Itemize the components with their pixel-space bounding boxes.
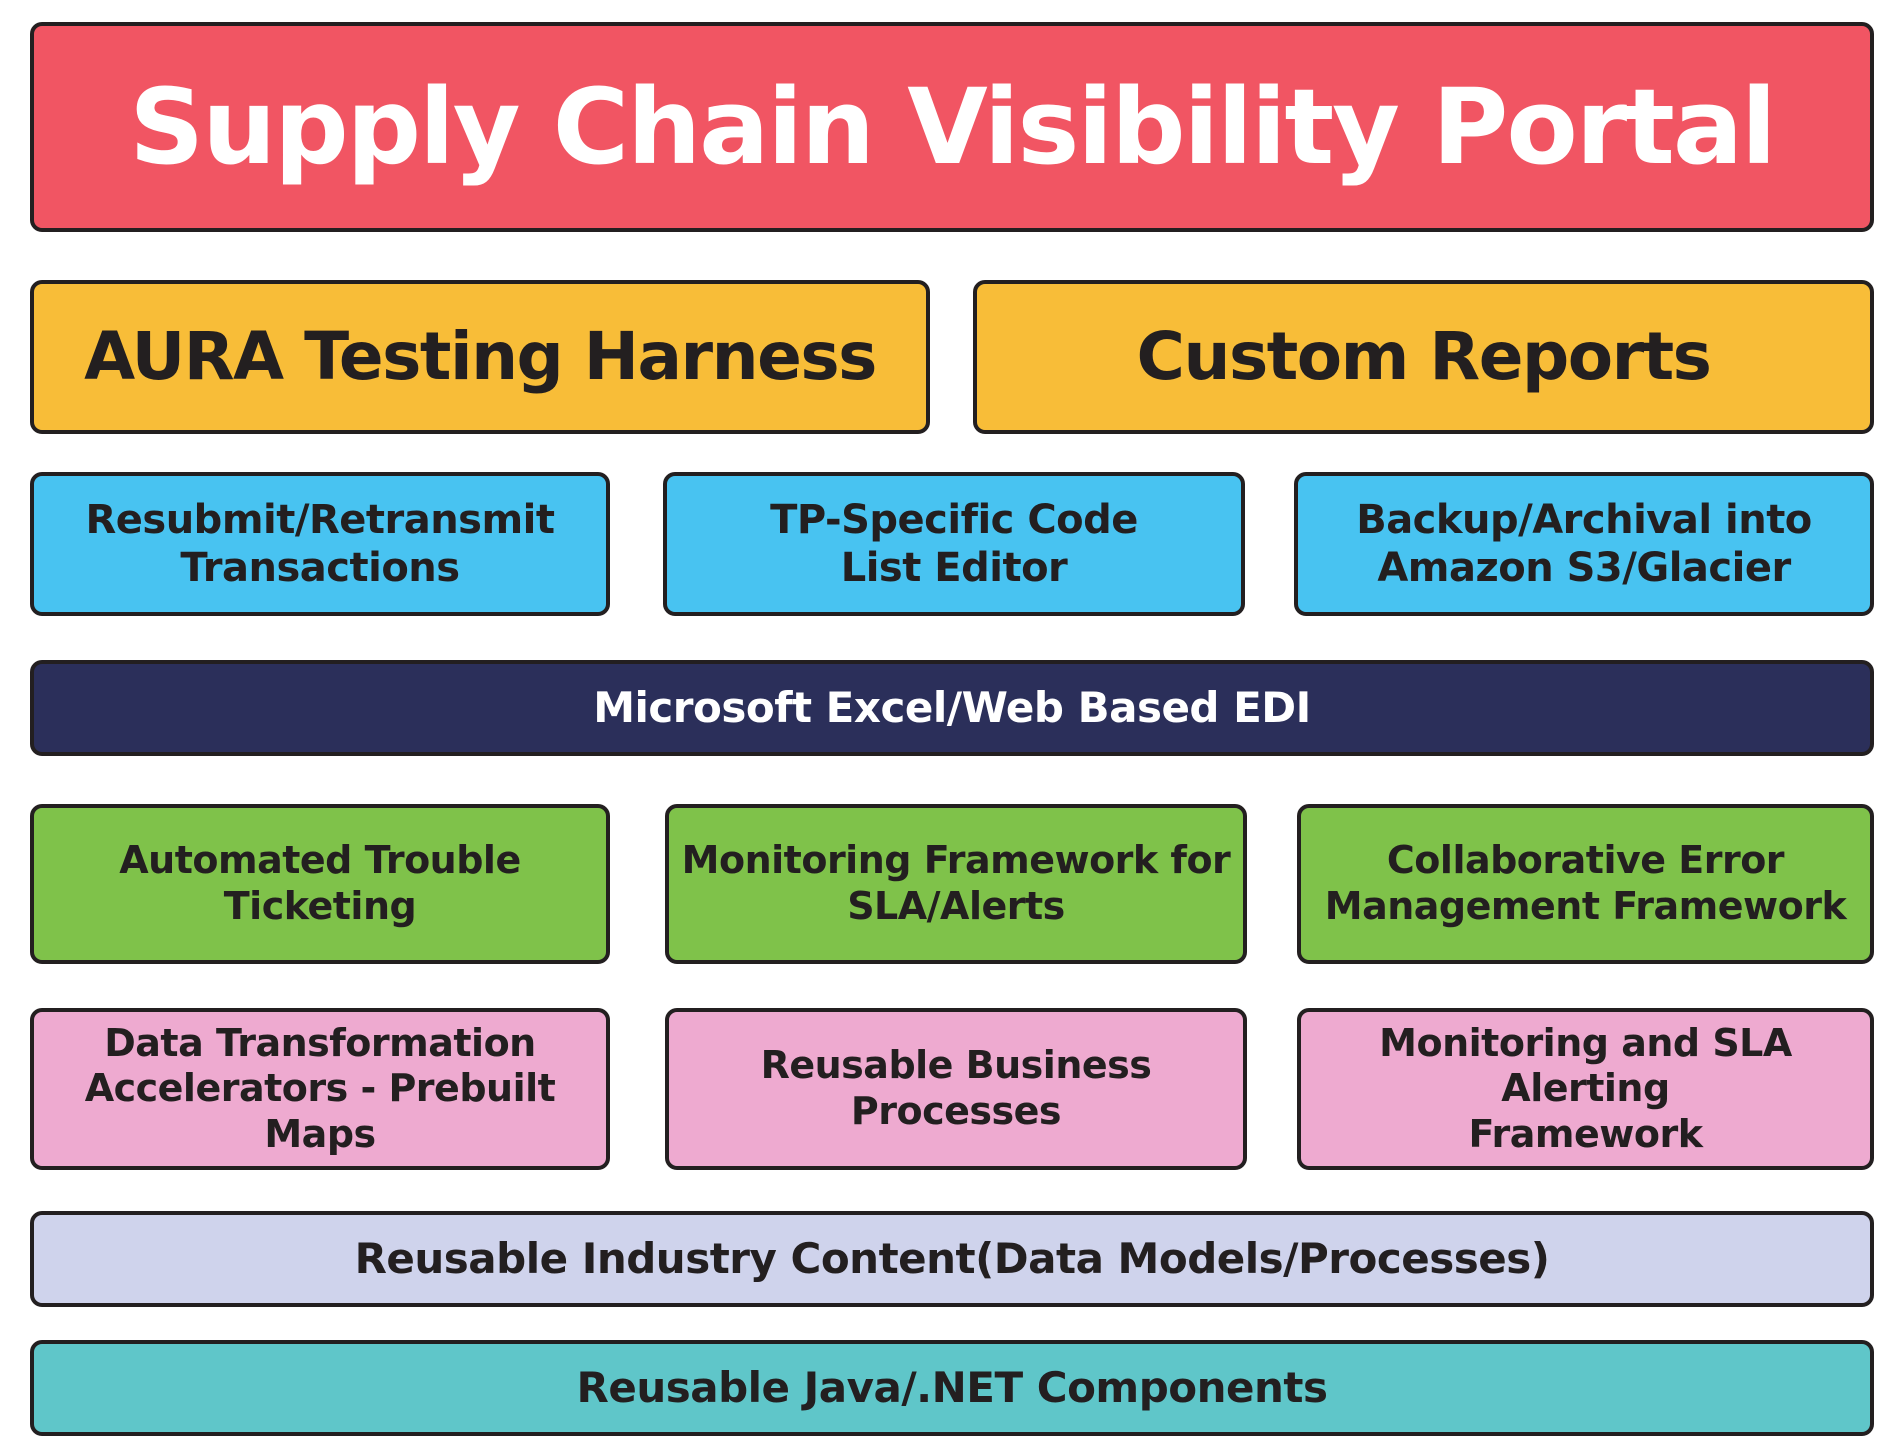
box-label: Reusable Business Processes — [761, 1043, 1152, 1134]
aura-testing-harness-box: AURA Testing Harness — [30, 280, 930, 434]
box-label: Supply Chain Visibility Portal — [129, 65, 1776, 190]
box-label: Data Transformation Accelerators - Prebu… — [34, 1021, 606, 1158]
box-label-line: Data Transformation — [104, 1020, 536, 1065]
reusable-java-net-components-box: Reusable Java/.NET Components — [30, 1340, 1874, 1436]
box-label: AURA Testing Harness — [84, 317, 877, 396]
box-label-line: Management Framework — [1324, 884, 1847, 928]
box-label-line: Amazon S3/Glacier — [1377, 545, 1791, 591]
box-label: Resubmit/Retransmit Transactions — [85, 496, 555, 592]
box-label-line: Microsoft Excel/Web Based EDI — [593, 682, 1311, 732]
box-label: Reusable Industry Content(Data Models/Pr… — [355, 1234, 1550, 1284]
box-label: Microsoft Excel/Web Based EDI — [593, 683, 1311, 733]
box-label-line: Reusable Industry Content(Data Models/Pr… — [354, 1233, 1550, 1283]
automated-trouble-ticketing-box: Automated Trouble Ticketing — [30, 804, 610, 964]
box-label-line: AURA Testing Harness — [84, 318, 877, 396]
box-label-line: Collaborative Error — [1386, 838, 1785, 883]
box-label: TP-Specific Code List Editor — [770, 496, 1138, 592]
box-label: Custom Reports — [1136, 317, 1712, 396]
excel-web-edi-box: Microsoft Excel/Web Based EDI — [30, 660, 1874, 756]
backup-archival-box: Backup/Archival into Amazon S3/Glacier — [1294, 472, 1874, 616]
box-label-line: Supply Chain Visibility Portal — [129, 65, 1776, 188]
box-label-line: Backup/Archival into — [1356, 497, 1812, 543]
box-label: Monitoring and SLA Alerting Framework — [1301, 1021, 1870, 1158]
custom-reports-box: Custom Reports — [973, 280, 1874, 434]
reusable-business-processes-box: Reusable Business Processes — [665, 1008, 1247, 1170]
box-label-line: Processes — [850, 1089, 1062, 1133]
box-label-line: List Editor — [840, 545, 1068, 591]
box-label: Monitoring Framework for SLA/Alerts — [682, 838, 1231, 929]
data-transformation-accelerators-box: Data Transformation Accelerators - Prebu… — [30, 1008, 610, 1170]
monitoring-framework-box: Monitoring Framework for SLA/Alerts — [665, 804, 1247, 964]
box-label-line: Framework — [1468, 1111, 1703, 1156]
box-label-line: TP-Specific Code — [770, 497, 1138, 543]
box-label: Collaborative Error Management Framework — [1324, 838, 1847, 929]
collaborative-error-management-box: Collaborative Error Management Framework — [1297, 804, 1874, 964]
box-label-line: Automated Trouble — [119, 838, 521, 883]
box-label-line: Custom Reports — [1136, 318, 1712, 396]
box-label: Automated Trouble Ticketing — [119, 838, 521, 929]
resubmit-retransmit-box: Resubmit/Retransmit Transactions — [30, 472, 610, 616]
box-label-line: Ticketing — [223, 884, 417, 928]
box-label-line: Reusable Business — [760, 1043, 1152, 1088]
reusable-industry-content-box: Reusable Industry Content(Data Models/Pr… — [30, 1211, 1874, 1307]
box-label-line: Monitoring and SLA Alerting — [1379, 1020, 1792, 1111]
box-label-line: Reusable Java/.NET Components — [576, 1362, 1328, 1412]
monitoring-sla-alerting-box: Monitoring and SLA Alerting Framework — [1297, 1008, 1874, 1170]
box-label-line: Accelerators - Prebuilt Maps — [84, 1066, 556, 1156]
box-label-line: Transactions — [180, 545, 460, 591]
supply-chain-visibility-portal-box: Supply Chain Visibility Portal — [30, 22, 1874, 232]
box-label: Backup/Archival into Amazon S3/Glacier — [1356, 496, 1812, 592]
box-label-line: SLA/Alerts — [847, 884, 1065, 928]
box-label-line: Monitoring Framework for — [681, 838, 1231, 883]
box-label: Reusable Java/.NET Components — [577, 1363, 1328, 1413]
box-label-line: Resubmit/Retransmit — [85, 497, 555, 543]
tp-specific-code-list-editor-box: TP-Specific Code List Editor — [663, 472, 1245, 616]
